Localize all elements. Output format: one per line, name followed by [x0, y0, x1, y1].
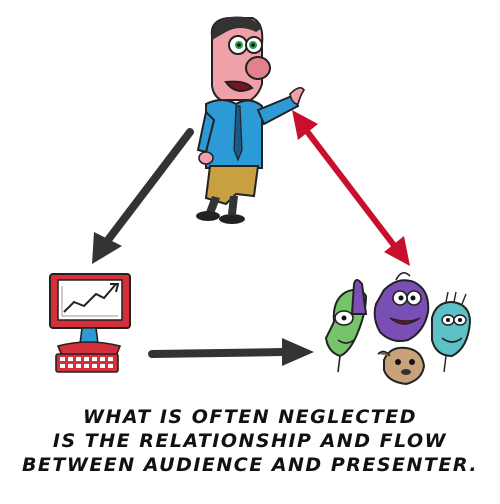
computer-screen-icon [49, 273, 131, 373]
arrow-presenter-audience-two-way [292, 110, 410, 266]
presenter-figure-icon [196, 16, 305, 224]
arrow-presenter-to-screen [92, 128, 194, 264]
caption-line-2: IS THE RELATIONSHIP AND FLOW [52, 430, 448, 452]
audience-group-icon [324, 272, 472, 386]
caption-line-1: WHAT IS OFTEN NEGLECTED [83, 406, 417, 428]
arrow-screen-to-audience [148, 338, 314, 366]
caption-line-3: BETWEEN AUDIENCE AND PRESENTER. [21, 454, 479, 476]
